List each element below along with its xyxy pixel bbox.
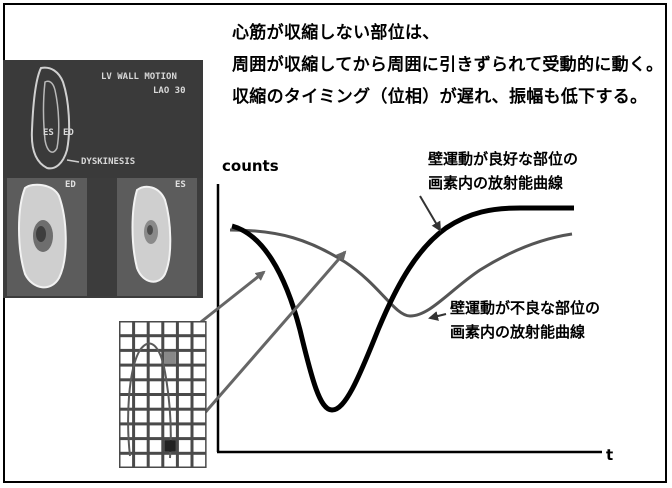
highlighted-pixel-lower — [164, 440, 176, 452]
es-panel-label: ES — [175, 180, 186, 190]
pixel-cell — [149, 337, 162, 349]
pixel-cell — [149, 351, 162, 364]
pixel-cell — [164, 337, 176, 349]
pixel-cell — [178, 410, 191, 423]
grid-ventricle-outline — [127, 342, 172, 459]
pixel-cell — [193, 322, 206, 335]
es-panel-image — [117, 178, 197, 296]
pixel-cell — [178, 454, 191, 467]
pixel-cell — [135, 351, 147, 364]
scan-title: LV WALL MOTION — [101, 72, 177, 82]
pixel-cell — [193, 366, 206, 379]
description-line-1: 心筋が収縮しない部位は、 — [232, 23, 440, 43]
pixel-cell — [120, 440, 133, 452]
pixel-cell — [149, 440, 162, 452]
pixel-cell — [193, 337, 206, 349]
pixel-cell — [178, 366, 191, 379]
pixel-cell — [120, 381, 133, 393]
pixel-cell — [164, 454, 176, 467]
pixel-cell — [193, 381, 206, 393]
pixel-cell — [135, 410, 147, 423]
pixel-cell — [193, 454, 206, 467]
pixel-cell — [178, 337, 191, 349]
pixel-cell — [149, 322, 162, 335]
poor-curve-label-line-2: 画素内の放射能曲線 — [450, 323, 586, 341]
poor-wall-motion-curve — [229, 228, 573, 318]
good-label-arrow — [419, 195, 442, 232]
pixel-cell — [120, 396, 133, 408]
good-curve-label: 壁運動が良好な部位の 画素内の放射能曲線 — [428, 147, 578, 195]
pixel-cell — [135, 322, 147, 335]
pixel-cell — [120, 425, 133, 438]
pixel-cell — [135, 337, 147, 349]
pixel-cell — [164, 366, 176, 379]
pixel-grid — [119, 321, 207, 468]
pixel-cell — [135, 381, 147, 393]
x-axis-label: t — [606, 446, 614, 464]
ed-panel-label: ED — [65, 180, 76, 190]
pixel-cell — [178, 322, 191, 335]
pixel-cell — [193, 351, 206, 364]
pixel-cell — [149, 396, 162, 408]
pixel-cell — [149, 366, 162, 379]
pixel-cell — [120, 337, 133, 349]
es-panel: ES — [117, 178, 197, 296]
pixel-cell — [120, 366, 133, 379]
ed-panel-image — [7, 178, 87, 296]
pixel-cell — [178, 440, 191, 452]
description-line-2: 周囲が収縮してから周囲に引きずられて受動的に動く。 — [232, 55, 664, 75]
poor-curve-label-line-1: 壁運動が不良な部位の — [450, 299, 601, 317]
scan-dyskinesis-label: DYSKINESIS — [81, 157, 136, 167]
good-curve-label-line-2: 画素内の放射能曲線 — [428, 174, 564, 192]
pixel-cell — [164, 322, 176, 335]
pixel-cell — [149, 381, 162, 393]
good-curve-label-line-1: 壁運動が良好な部位の — [428, 150, 579, 168]
pixel-cell — [120, 410, 133, 423]
ed-panel: ED — [7, 178, 87, 296]
pixel-cell — [149, 425, 162, 438]
pixel-cell — [135, 440, 147, 452]
lv-outline-image — [3, 60, 203, 178]
pixel-cell — [120, 454, 133, 467]
pixel-cell — [193, 410, 206, 423]
scan-ed-label: ED — [63, 128, 74, 138]
pixel-cell — [135, 454, 147, 467]
pixel-cell — [178, 425, 191, 438]
highlighted-pixel-upper — [164, 351, 176, 364]
y-axis-label: counts — [222, 157, 279, 175]
scintigraphy-image: LV WALL MOTION LAO 30 ES ED DYSKINESIS E… — [3, 60, 203, 298]
pixel-cell — [135, 425, 147, 438]
good-wall-motion-curve — [231, 205, 574, 413]
pixel-cell — [193, 396, 206, 408]
pixel-cell — [178, 351, 191, 364]
pixel-cell — [164, 381, 176, 393]
pixel-cell — [135, 366, 147, 379]
description-line-3: 収縮のタイミング（位相）が遅れ、振幅も低下する。 — [232, 87, 648, 107]
poor-curve-label: 壁運動が不良な部位の 画素内の放射能曲線 — [450, 296, 600, 344]
pixel-cell — [193, 440, 206, 452]
scan-view: LAO 30 — [153, 86, 186, 96]
pixel-cell — [120, 351, 133, 364]
poor-label-arrow — [428, 311, 447, 321]
scan-es-label: ES — [43, 128, 54, 138]
pixel-cell — [178, 396, 191, 408]
pixel-cell — [149, 410, 162, 423]
pixel-cell — [120, 322, 133, 335]
pixel-cell — [135, 396, 147, 408]
pixel-cell — [149, 454, 162, 467]
pixel-cell — [178, 381, 191, 393]
pixel-cell — [193, 425, 206, 438]
pixel-grid-background — [119, 321, 207, 468]
